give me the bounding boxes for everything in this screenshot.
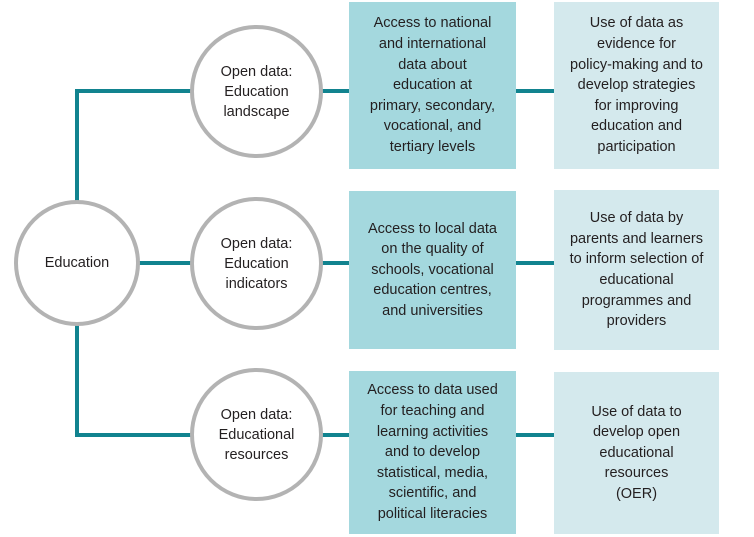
box-use-education-indicators-label: Use of data by parents and learners to i… — [569, 210, 704, 330]
box-use-educational-resources-label: Use of data to develop open educational … — [591, 403, 682, 502]
box-use-educational-resources[interactable]: Use of data to develop open educational … — [554, 372, 719, 534]
node-open-data-educational-resources-label: Open data: Educational resources — [218, 406, 295, 463]
node-open-data-education-indicators[interactable]: Open data: Education indicators — [190, 197, 323, 330]
box-access-educational-resources[interactable]: Access to data used for teaching and lea… — [349, 371, 516, 534]
connector-circle3-to-access3 — [319, 433, 353, 437]
box-access-education-landscape-label: Access to national and international dat… — [369, 15, 496, 155]
connector-access2-to-use2 — [512, 261, 558, 265]
box-access-education-indicators-label: Access to local data on the quality of s… — [368, 220, 497, 319]
node-open-data-education-landscape[interactable]: Open data: Education landscape — [190, 25, 323, 158]
box-use-education-landscape[interactable]: Use of data as evidence for policy-makin… — [554, 2, 719, 169]
connector-row2-horizontal — [138, 261, 196, 265]
node-open-data-education-indicators-label: Open data: Education indicators — [220, 235, 293, 292]
connector-circle2-to-access2 — [319, 261, 353, 265]
connector-root-up-vertical — [75, 89, 79, 202]
box-use-education-landscape-label: Use of data as evidence for policy-makin… — [570, 15, 703, 155]
node-education-root-label: Education — [44, 255, 110, 271]
box-access-education-indicators[interactable]: Access to local data on the quality of s… — [349, 191, 516, 349]
connector-circle1-to-access1 — [319, 89, 353, 93]
connector-access1-to-use1 — [512, 89, 558, 93]
box-access-education-landscape[interactable]: Access to national and international dat… — [349, 2, 516, 169]
box-use-education-indicators[interactable]: Use of data by parents and learners to i… — [554, 190, 719, 350]
connector-access3-to-use3 — [512, 433, 558, 437]
connector-row1-horizontal — [75, 89, 196, 93]
node-open-data-education-landscape-label: Open data: Education landscape — [220, 63, 293, 120]
node-open-data-educational-resources[interactable]: Open data: Educational resources — [190, 368, 323, 501]
connector-row3-horizontal — [75, 433, 196, 437]
node-education-root[interactable]: Education — [14, 200, 140, 326]
connector-root-down-vertical — [75, 324, 79, 437]
box-access-educational-resources-label: Access to data used for teaching and lea… — [367, 382, 498, 522]
